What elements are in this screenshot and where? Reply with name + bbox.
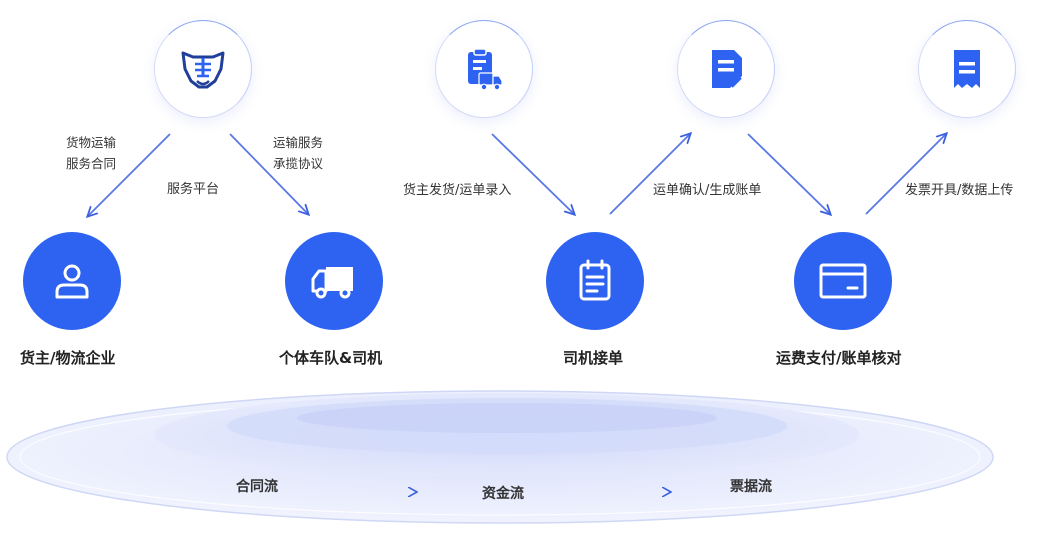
flow-funds: 资金流 bbox=[482, 486, 524, 502]
payment-card-icon bbox=[819, 263, 867, 299]
fleet-node bbox=[285, 232, 383, 330]
platform-ring bbox=[154, 20, 252, 118]
shipper-node bbox=[23, 232, 121, 330]
truck-icon bbox=[311, 267, 353, 299]
label-cargo-contract: 货物运输 服务合同 bbox=[66, 135, 117, 171]
user-icon bbox=[55, 264, 89, 299]
title-driver-order: 司机接单 bbox=[563, 349, 624, 367]
driver-order-node bbox=[546, 232, 644, 330]
payment-node bbox=[794, 232, 892, 330]
clipboard-truck-icon bbox=[468, 48, 503, 91]
label-invoice-upload: 发票开具/数据上传 bbox=[905, 183, 1014, 198]
waybill-ring bbox=[677, 20, 775, 118]
title-fleet: 个体车队&司机 bbox=[279, 349, 383, 367]
label-waybill-confirm: 运单确认/生成账单 bbox=[653, 183, 762, 198]
document-icon bbox=[712, 50, 742, 88]
label-service-platform: 服务平台 bbox=[167, 182, 220, 197]
invoice-ring bbox=[918, 20, 1016, 118]
receipt-icon bbox=[954, 50, 980, 88]
arrow-dispatch-to-driver bbox=[491, 133, 574, 214]
title-shipper: 货主/物流企业 bbox=[20, 349, 116, 367]
order-list-icon bbox=[579, 259, 611, 301]
arrow-driver-to-waybill bbox=[609, 134, 690, 215]
arrow-platform-to-shipper bbox=[88, 133, 171, 216]
title-payment: 运费支付/账单核对 bbox=[776, 349, 902, 367]
arrow-payment-to-invoice bbox=[865, 134, 946, 215]
label-shipper-dispatch: 货主发货/运单录入 bbox=[403, 183, 512, 198]
arrow-waybill-to-payment bbox=[747, 133, 830, 214]
label-transport-agreement: 运输服务 承揽协议 bbox=[273, 135, 324, 171]
platform-logo-icon bbox=[181, 51, 225, 89]
dispatch-ring bbox=[435, 20, 533, 118]
arrow-platform-to-fleet bbox=[229, 133, 308, 214]
flow-contract: 合同流 bbox=[236, 479, 278, 495]
flow-invoice: 票据流 bbox=[730, 479, 772, 495]
